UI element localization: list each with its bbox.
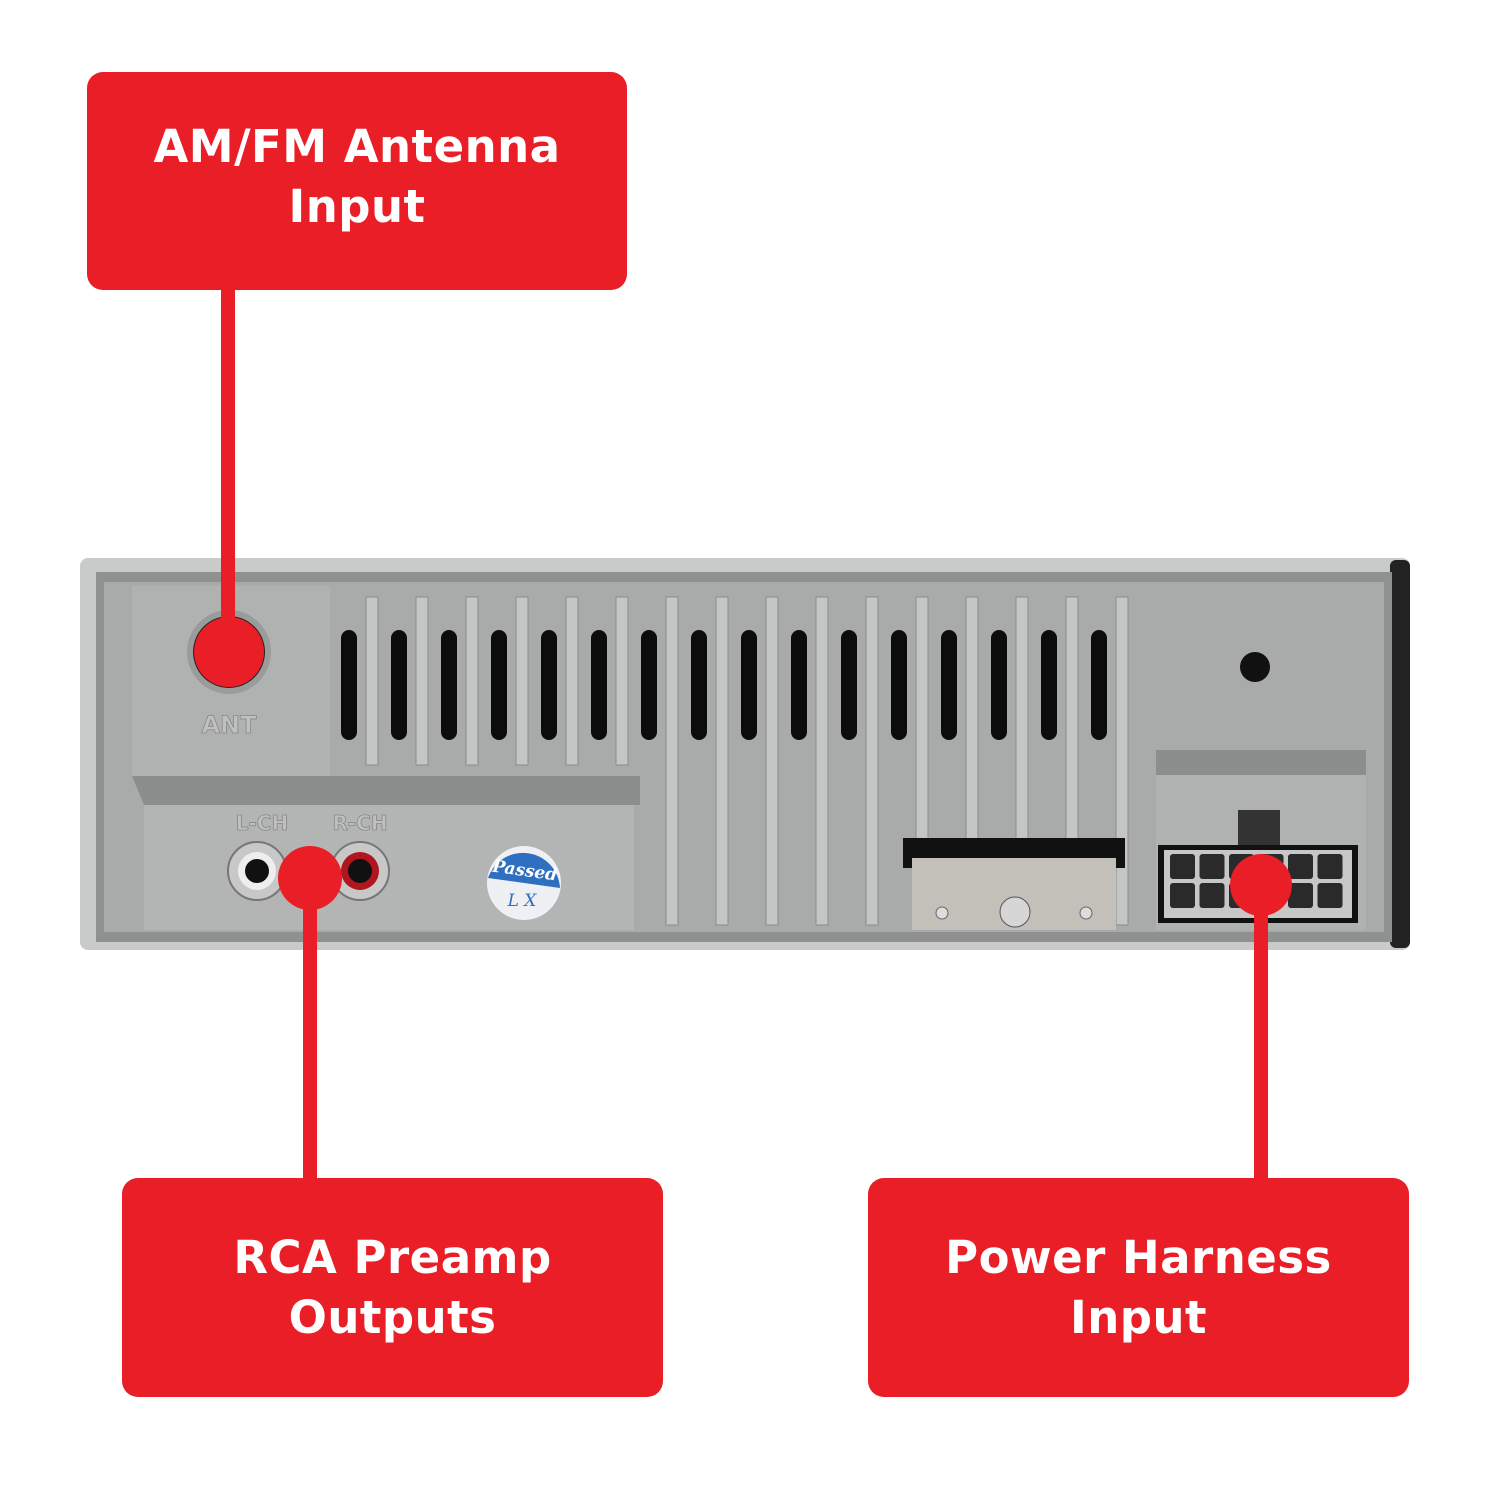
power-callout-title: Power Harness [945,1230,1332,1284]
vent-rib [1115,596,1129,926]
harness-pin [1317,883,1343,908]
vent-rib [665,596,679,926]
mounting-hole [1240,652,1270,682]
antenna-callout: AM/FM Antenna Input [87,72,627,290]
vent-slot [641,630,657,740]
vent-slot [541,630,557,740]
vent-rib [715,596,729,926]
vent-slot [941,630,957,740]
harness-pin [1199,854,1225,879]
antenna-callout-line [221,230,235,650]
antenna-callout-title: AM/FM Antenna [153,120,561,173]
harness-pin [1199,883,1225,908]
vent-rib [765,596,779,926]
vent-rib [615,596,629,766]
vent-slot [991,630,1007,740]
vent-slot [741,630,757,740]
harness-pin [1288,883,1313,908]
harness-pin [1170,883,1195,908]
vent-slot [1091,630,1107,740]
left-channel-label: L-CH [236,811,288,835]
vent-rib [365,596,379,766]
rca-callout-subtitle: Outputs [288,1290,497,1344]
rca-callout-line [303,870,317,1190]
vent-slot [891,630,907,740]
vent-slot [391,630,407,740]
vent-slot [341,630,357,740]
harness-pin [1288,854,1313,879]
rca-callout-dot [278,846,342,910]
vent-slot [1041,630,1057,740]
vent-slot [491,630,507,740]
rca-callout-title: RCA Preamp [233,1230,552,1284]
vent-rib [815,596,829,926]
passed-sticker: Passed L X [487,846,561,920]
screw-icon [999,896,1031,928]
vent-rib [565,596,579,766]
vent-slot [441,630,457,740]
antenna-callout-dot [194,617,264,687]
vent-rib [865,596,879,926]
vent-slot [791,630,807,740]
harness-pin [1317,854,1343,879]
vent-slot [591,630,607,740]
right-channel-label: R-CH [332,811,387,835]
svg-text:L X: L X [507,891,538,911]
vent-slot [841,630,857,740]
power-callout-subtitle: Input [1069,1290,1208,1344]
vent-rib [415,596,429,766]
power-callout-line [1254,880,1268,1190]
power-callout-dot [1230,854,1292,916]
vent-rib [515,596,529,766]
power-callout: Power Harness Input [868,1178,1409,1397]
antenna-callout-subtitle: Input [288,180,426,233]
vent-rib [465,596,479,766]
vent-slot [691,630,707,740]
harness-pin [1170,854,1195,879]
antenna-label: ANT [201,711,257,739]
rca-callout: RCA Preamp Outputs [122,1178,663,1397]
